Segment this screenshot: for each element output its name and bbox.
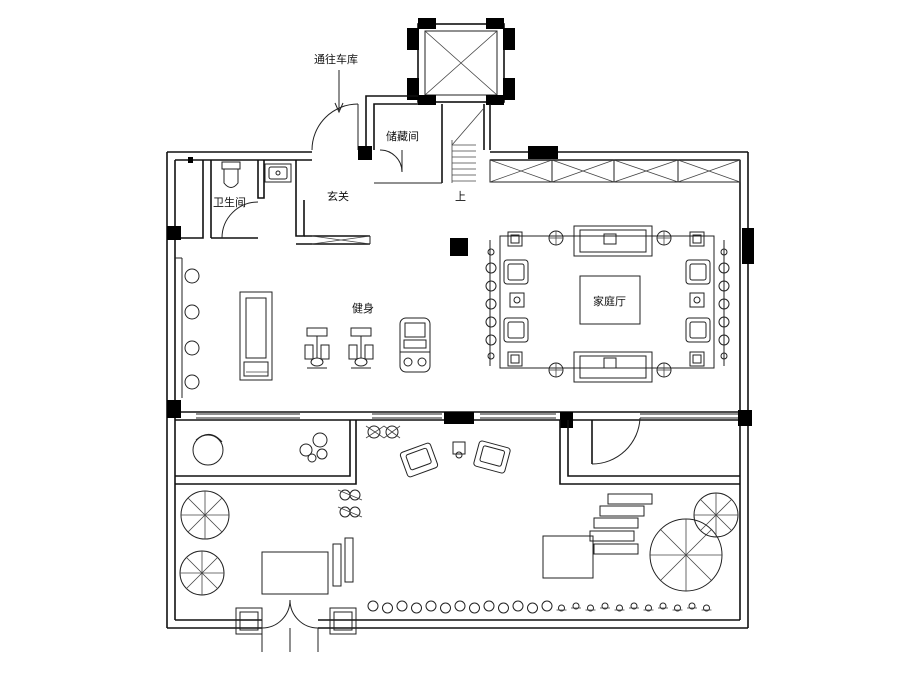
garage-label: 通往车库 xyxy=(314,52,358,66)
wall-bars-icon xyxy=(175,257,200,398)
stair-up-label: 上 xyxy=(455,190,466,203)
entrance-partition xyxy=(295,160,371,245)
flower-icon xyxy=(688,602,696,610)
potted-plant-icons xyxy=(299,432,328,463)
column-entrance xyxy=(358,146,372,160)
bathroom-door xyxy=(221,201,259,239)
flower-icon xyxy=(382,602,393,614)
flower-icon xyxy=(659,602,667,610)
table-lamps-icon xyxy=(548,230,672,378)
toilet-icon xyxy=(221,161,241,188)
storage-label: 储藏间 xyxy=(386,129,419,143)
column-west-2 xyxy=(167,400,181,418)
garage-arrow xyxy=(334,70,344,114)
exercise-bike-icon-1 xyxy=(304,327,330,369)
flower-icon xyxy=(483,600,495,612)
fixture-marker xyxy=(188,157,193,163)
flower-icon xyxy=(440,602,451,614)
lounge-chair-icon xyxy=(192,434,224,466)
flower-icon xyxy=(645,604,652,612)
treadmill-icon xyxy=(239,291,273,381)
column-east-2 xyxy=(738,410,752,426)
garden-bench-icon xyxy=(261,537,354,595)
flower-icon xyxy=(674,604,681,612)
elevator-shaft xyxy=(407,18,515,105)
flower-icon xyxy=(616,604,623,612)
flower-icon xyxy=(601,602,609,610)
flower-icon xyxy=(541,600,553,612)
fitness-label: 健身 xyxy=(352,301,374,315)
sofa-bottom-icon xyxy=(573,351,653,383)
terrace-door xyxy=(591,417,641,465)
coffee-table-icon xyxy=(579,275,641,325)
small-tables-icon xyxy=(509,292,705,308)
flower-icon xyxy=(367,600,379,612)
left-shelf-icon xyxy=(485,248,497,360)
flower-icon xyxy=(558,604,565,612)
terrace-right-enclosure xyxy=(559,420,740,485)
exterior-walls xyxy=(166,151,749,629)
flower-icon xyxy=(396,600,408,612)
storage-and-stair-walls xyxy=(365,95,491,184)
terrace-left-enclosure xyxy=(175,420,357,485)
column-east-1 xyxy=(742,228,754,264)
entrance-label: 玄关 xyxy=(327,189,349,203)
flower-icon xyxy=(469,602,480,614)
flower-icon xyxy=(630,602,638,610)
side-tables-icon xyxy=(507,231,705,367)
flower-icon xyxy=(527,602,538,614)
flower-icon xyxy=(587,604,594,612)
stepping-stones-icon xyxy=(589,493,653,555)
window-band xyxy=(489,146,741,183)
sofa-top-icon xyxy=(573,225,653,257)
weight-machine-icon xyxy=(399,317,431,373)
flower-icon xyxy=(512,600,524,612)
patio-chairs-icon xyxy=(399,440,511,478)
exercise-bike-icon-2 xyxy=(348,327,374,369)
flower-bed-icons xyxy=(367,600,712,614)
column-center xyxy=(450,238,468,256)
staircase xyxy=(451,107,485,183)
flower-icon xyxy=(425,600,437,612)
tree-icons-right xyxy=(649,492,739,592)
column-south-east xyxy=(560,412,573,428)
main-entry-door xyxy=(235,599,357,652)
flower-icon xyxy=(454,600,466,612)
tree-icons-left xyxy=(179,490,230,596)
flower-icon xyxy=(498,602,509,614)
flower-icon xyxy=(703,604,710,612)
right-shelf-icon xyxy=(718,248,730,360)
bathroom-walls xyxy=(175,160,265,239)
washbasin-icon xyxy=(264,163,292,183)
armchairs-icon xyxy=(503,259,711,343)
family-room-label: 家庭厅 xyxy=(593,294,626,308)
column-south-center xyxy=(444,412,474,424)
garden-table-icon xyxy=(542,535,594,579)
flower-icon xyxy=(572,602,580,610)
garage-door xyxy=(311,103,403,173)
column-west-1 xyxy=(167,226,181,240)
bathroom-label: 卫生间 xyxy=(213,195,246,209)
flower-icon xyxy=(411,602,422,614)
decorative-plants-icon xyxy=(337,425,401,518)
